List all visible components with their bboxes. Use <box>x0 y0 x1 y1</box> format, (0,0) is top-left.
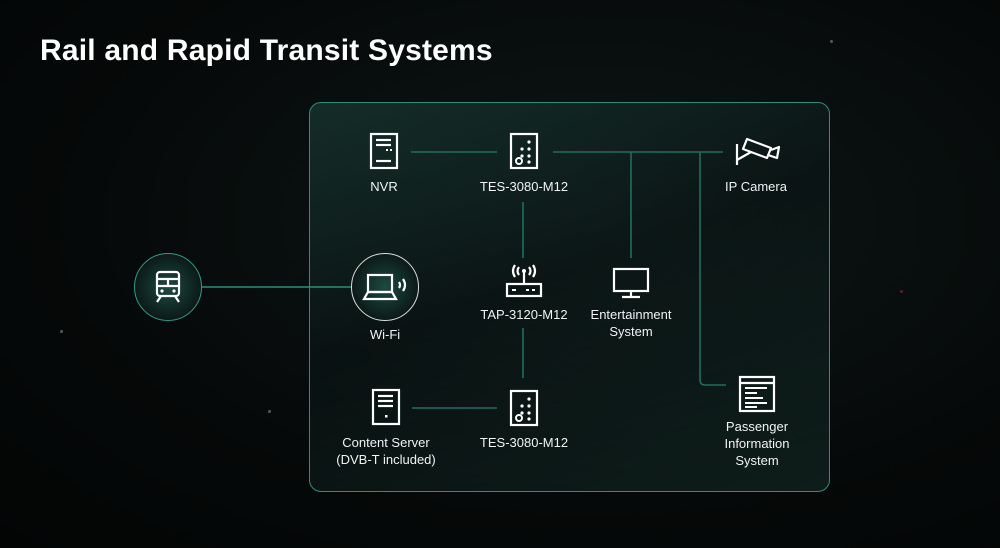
monitor-icon[interactable] <box>612 267 650 299</box>
nvr-icon[interactable] <box>369 132 399 170</box>
ip-camera-icon[interactable] <box>735 136 781 168</box>
label-line: (DVB-T included) <box>336 452 436 467</box>
train-icon <box>155 270 181 303</box>
line-pis <box>699 152 726 386</box>
star <box>268 410 271 413</box>
label-line: Passenger <box>725 419 789 434</box>
tes-top-label: TES-3080-M12 <box>479 179 569 194</box>
passenger-info-icon[interactable] <box>738 375 776 413</box>
content-server-icon[interactable] <box>371 388 401 426</box>
label-line: Content Server <box>342 435 430 450</box>
tes-bottom-label: TES-3080-M12 <box>479 435 569 450</box>
content-server-label: Content Server (DVB-T included) <box>336 434 435 468</box>
tap-label: TAP-3120-M12 <box>480 307 568 322</box>
wifi-label: Wi-Fi <box>369 327 401 342</box>
train-node[interactable] <box>134 253 202 321</box>
label-line: System <box>735 453 779 468</box>
star <box>830 40 833 43</box>
label-line: Information <box>724 436 790 451</box>
ip-camera-label: IP Camera <box>725 179 787 194</box>
page-title: Rail and Rapid Transit Systems <box>40 34 493 67</box>
label-line: Entertainment <box>590 307 672 322</box>
nvr-label: NVR <box>370 179 398 194</box>
pis-label: Passenger Information System <box>724 418 789 469</box>
label-line: System <box>609 324 653 339</box>
laptop-wifi-icon <box>362 273 407 301</box>
star <box>60 330 63 333</box>
access-point-icon[interactable] <box>504 264 544 298</box>
star <box>900 290 903 293</box>
wifi-node[interactable] <box>351 253 419 321</box>
switch-icon[interactable] <box>509 389 539 427</box>
entertainment-label: Entertainment System <box>591 306 672 340</box>
switch-icon[interactable] <box>509 132 539 170</box>
